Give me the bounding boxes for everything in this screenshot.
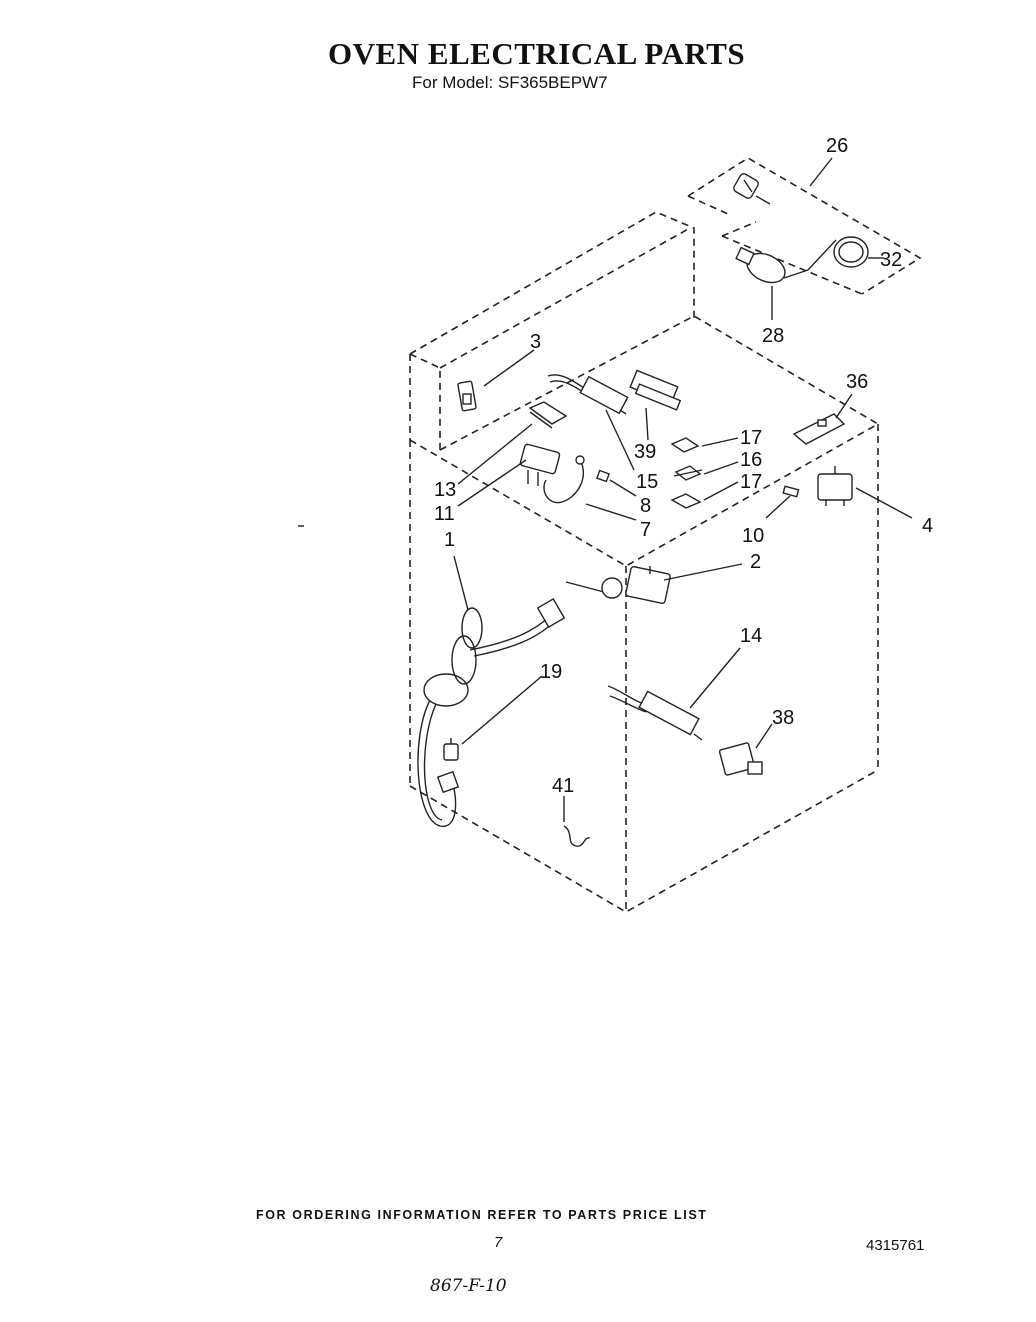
callout-41: 41	[552, 775, 574, 797]
bracket-part-36	[792, 413, 846, 445]
handwritten-code: 867-F-10	[430, 1276, 507, 1296]
callout-19: 19	[540, 661, 562, 683]
page-title: OVEN ELECTRICAL PARTS	[328, 36, 746, 71]
wire-part-41	[563, 825, 591, 847]
terminal-block-part-39	[629, 369, 682, 411]
callout-39: 39	[634, 441, 656, 463]
callout-3: 3	[530, 331, 541, 353]
callout-1: 1	[444, 529, 455, 551]
harness-part-14	[607, 685, 703, 741]
fuse-part-16	[673, 465, 703, 481]
page-number: 7	[494, 1234, 503, 1251]
clip-part-8	[596, 469, 610, 483]
callout-10: 10	[742, 525, 764, 547]
callout-16: 16	[740, 449, 762, 471]
lamp-assembly-group	[687, 157, 922, 295]
thermostat-part-2	[565, 566, 671, 604]
callout-4: 4	[922, 515, 933, 537]
callout-13: 13	[434, 479, 456, 501]
leader-lines	[453, 157, 913, 822]
switch-part-19	[443, 738, 459, 761]
callout-15: 15	[636, 471, 658, 493]
relay-part-11	[519, 443, 561, 486]
insulator-part-17-bottom	[670, 493, 702, 509]
callout-38: 38	[772, 707, 794, 729]
callout-28: 28	[762, 325, 784, 347]
insulator-part-17-top	[670, 437, 700, 453]
selector-switch-part-4	[817, 466, 853, 506]
wire-part-7	[543, 455, 585, 504]
clip-part-10	[782, 485, 800, 498]
document-number: 4315761	[866, 1237, 925, 1254]
callout-36: 36	[846, 371, 868, 393]
callout-26: 26	[826, 135, 848, 157]
cabinet-outline	[409, 423, 879, 913]
power-cord-icon	[417, 598, 566, 827]
callout-14: 14	[740, 625, 762, 647]
callout-17-bottom: 17	[740, 471, 762, 493]
callout-2: 2	[750, 551, 761, 573]
callout-32: 32	[880, 249, 902, 271]
switch-part-38	[718, 742, 763, 776]
light-bulb-icon	[735, 246, 809, 284]
switch-part-3	[457, 380, 477, 412]
callout-17-top: 17	[740, 427, 762, 449]
wire-harness-icon	[547, 374, 629, 415]
console-outline	[409, 211, 879, 451]
callout-8: 8	[640, 495, 651, 517]
bracket-part-13	[528, 401, 568, 429]
light-socket-icon	[733, 173, 771, 205]
model-subtitle: For Model: SF365BEPW7	[412, 73, 608, 92]
callout-11: 11	[434, 503, 455, 525]
callout-7: 7	[640, 519, 651, 541]
callout-labels: 26 32 28 3 36 39 17 16 17 15 8 7 13 11 4…	[434, 135, 933, 797]
ordering-note: FOR ORDERING INFORMATION REFER TO PARTS …	[256, 1208, 708, 1222]
lens-icon	[807, 236, 869, 271]
